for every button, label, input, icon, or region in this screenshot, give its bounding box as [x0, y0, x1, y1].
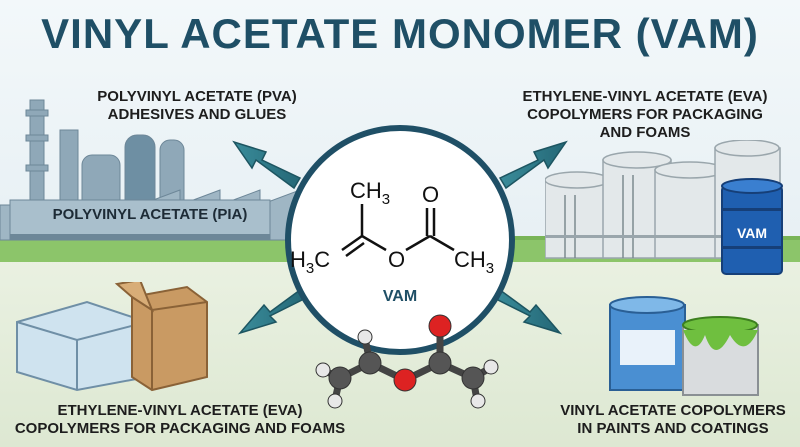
label-bottom-left-line1: ETHYLENE-VINYL ACETATE (EVA) [57, 402, 303, 419]
label-bottom-right: VINYL ACETATE COPOLYMERS IN PAINTS AND C… [548, 402, 798, 438]
page-title: VINYL ACETATE MONOMER (VAM) [41, 10, 759, 57]
label-top-right-line3: AND FOAMS [599, 124, 691, 141]
skeletal-bonds [341, 204, 455, 258]
label-bottom-left: ETHYLENE-VINYL ACETATE (EVA) COPOLYMERS … [10, 402, 350, 438]
label-top-left-line1: POLYVINYL ACETATE (PVA) [97, 88, 297, 105]
oxygen-double: O [422, 182, 439, 207]
drum-label: VAM [736, 225, 768, 241]
oxygen-ring: O [388, 247, 405, 272]
label-top-left: POLYVINYL ACETATE (PVA) ADHESIVES AND GL… [62, 88, 332, 124]
arrow-top-right [498, 140, 568, 190]
label-bottom-right-line1: VINYL ACETATE COPOLYMERS [560, 402, 786, 419]
factory-illustration [0, 99, 300, 241]
vam-drum-illustration [721, 178, 783, 275]
ch3-top: CH3 [350, 178, 390, 208]
arrow-top-left [232, 140, 302, 190]
paint-cans-illustration [609, 296, 759, 396]
vam-structure-circle: CH3 H3C O O CH3 [285, 125, 515, 355]
label-top-right: ETHYLENE-VINYL ACETATE (EVA) COPOLYMERS … [505, 88, 785, 142]
label-top-right-line1: ETHYLENE-VINYL ACETATE (EVA) [522, 88, 768, 105]
label-top-right-line2: COPOLYMERS FOR PACKAGING [527, 106, 763, 123]
arrow-bottom-right [492, 288, 563, 335]
arrow-bottom-left [237, 288, 308, 335]
h3c-left: H3C [290, 247, 330, 277]
packaging-illustration [16, 282, 208, 392]
factory-label: POLYVINYL ACETATE (PIA) [52, 206, 248, 223]
molecule-3d-model [315, 314, 499, 409]
label-top-left-line2: ADHESIVES AND GLUES [107, 106, 287, 123]
ch3-right: CH3 [454, 247, 494, 277]
label-bottom-right-line2: IN PAINTS AND COATINGS [577, 420, 769, 437]
center-vam-label: VAM [382, 288, 418, 305]
label-bottom-left-line2: COPOLYMERS FOR PACKAGING AND FOAMS [14, 420, 346, 437]
